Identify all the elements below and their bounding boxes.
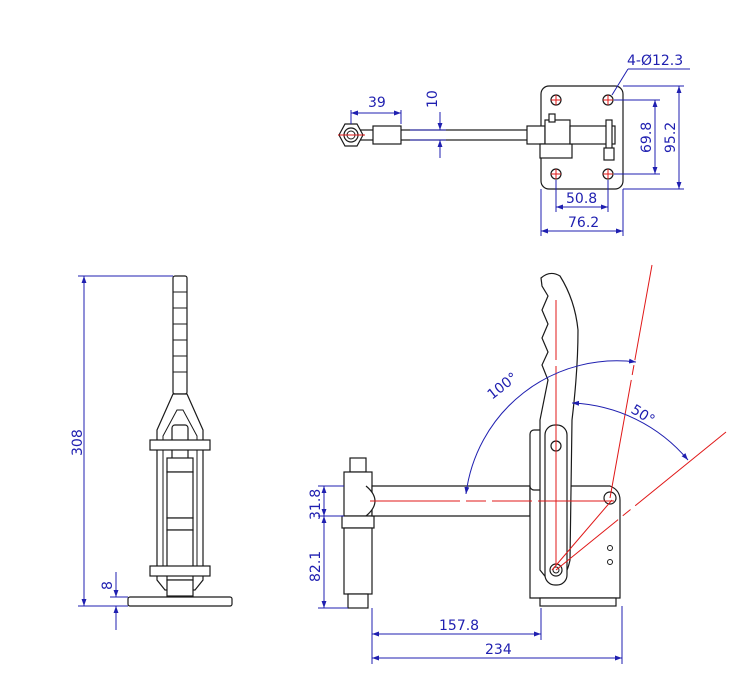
front-base-plate (539, 597, 617, 607)
end-handle (172, 275, 188, 395)
end-view: 308 8 (70, 275, 233, 630)
spindle-body (343, 527, 373, 595)
dim-base-plate-thickness: 8 (100, 581, 116, 590)
dim-reach: 157.8 (439, 618, 479, 634)
top-view: 39 10 4-Ø12.3 69.8 95.2 50.8 76.2 (338, 53, 690, 236)
front-view: 100° 50° 31.8 82.1 157.8 234 (308, 264, 727, 664)
dim-mounting-height: 82.1 (308, 551, 324, 582)
dim-hole-spacing-vertical: 69.8 (639, 122, 655, 153)
dim-spindle-offset: 31.8 (308, 489, 324, 520)
mounting-holes (550, 94, 614, 180)
dim-overall-height: 308 (70, 429, 86, 456)
dim-handle-angle: 100° (485, 370, 521, 403)
dim-arm-thickness: 10 (425, 90, 441, 108)
dim-open-angle: 50° (628, 402, 658, 429)
dim-overall-length: 234 (485, 642, 512, 658)
dim-hole-callout: 4-Ø12.3 (627, 53, 683, 69)
dim-arm-offset: 39 (368, 95, 386, 111)
end-base-plate (127, 596, 233, 607)
dim-base-height: 95.2 (663, 122, 679, 153)
dim-base-width: 76.2 (568, 215, 599, 231)
dim-hole-spacing-horizontal: 50.8 (566, 191, 597, 207)
top-spindle-holder (372, 125, 402, 145)
